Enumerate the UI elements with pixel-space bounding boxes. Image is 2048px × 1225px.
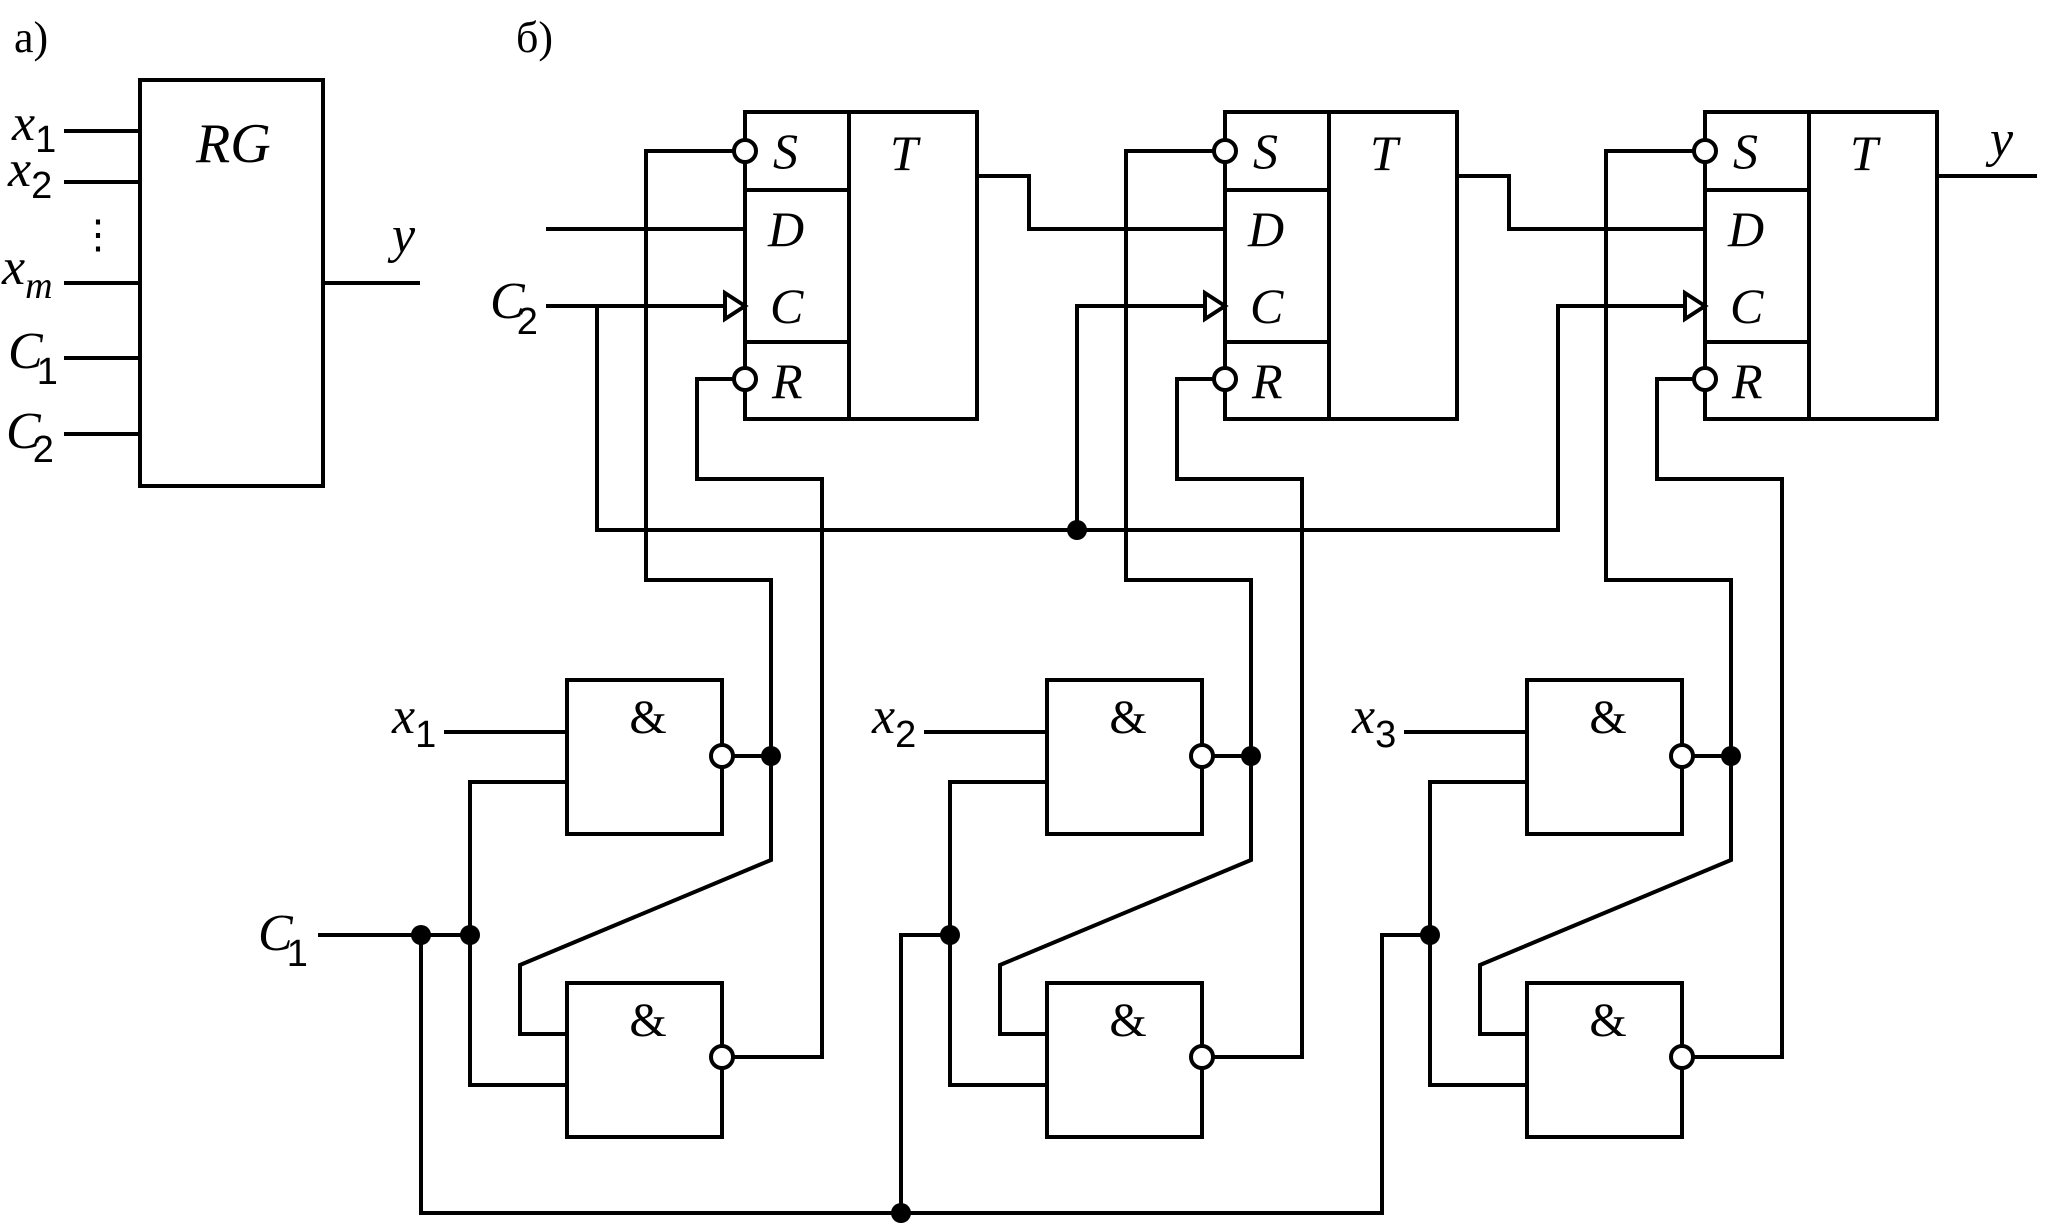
flipflop-s-label-2: S	[1253, 123, 1278, 179]
set-inverter-icon-3	[1692, 138, 1718, 164]
input-label-c2: C2	[6, 403, 54, 471]
clock2-label: C2	[490, 273, 538, 343]
x-input-sub-1: 1	[415, 714, 436, 756]
flipflop-r-label-1: R	[771, 353, 803, 409]
nand-top-symbol-2: &	[1109, 691, 1146, 744]
c2-clock-branch-2	[1075, 304, 1227, 532]
x-input-label-2: x2	[871, 688, 916, 756]
clock-triangle-icon-1	[723, 289, 749, 323]
set-line-1	[644, 149, 773, 758]
reset-line-1	[695, 377, 824, 1059]
reset-inverter-icon-3	[1692, 366, 1718, 392]
clock-triangle-icon-2	[1203, 289, 1229, 323]
nand-bottom-symbol-3: &	[1589, 994, 1626, 1047]
c1-gate-junction-2	[940, 925, 960, 945]
reset-inverter-icon-1	[732, 366, 758, 392]
reset-line-2	[1175, 377, 1304, 1059]
nand-top-symbol-1: &	[629, 691, 666, 744]
flipflop-c-label-2: C	[1250, 278, 1284, 334]
nand-cross-feedback-2	[998, 754, 1253, 1036]
nand-output-junction-1	[761, 746, 781, 766]
flipflop-t-label-3: T	[1850, 125, 1881, 181]
x-input-sub-2: 2	[895, 714, 916, 756]
input-label-x2: x2	[7, 141, 52, 207]
clock1-gate-feed-1	[468, 780, 569, 1087]
flipflop-d-label-3: D	[1727, 201, 1764, 257]
q2-to-d3-wire	[1455, 174, 1707, 231]
reset-inverter-icon-2	[1212, 366, 1238, 392]
nand-bottom-symbol-1: &	[629, 994, 666, 1047]
x-input-name-1: x	[391, 688, 415, 745]
clock1-gate-feed-3	[1428, 780, 1529, 1087]
flipflop-1	[743, 110, 979, 421]
nand-output-junction-2	[1241, 746, 1261, 766]
nand-cross-feedback-1	[518, 754, 773, 1036]
c1-gate-junction-3	[1420, 925, 1440, 945]
nand-top-inverter-icon-1	[709, 743, 735, 769]
flipflop-2	[1223, 110, 1459, 421]
x-input-name-2: x	[871, 688, 895, 745]
nand-bottom-inverter-icon-1	[709, 1044, 735, 1070]
nand-top-inverter-icon-3	[1669, 743, 1695, 769]
nand-top-symbol-3: &	[1589, 691, 1626, 744]
panel-b-label: б)	[516, 13, 553, 62]
panel-a: а) RG x1 x2 ⋮ xm C1 C2 y	[1, 13, 420, 488]
input-label-x1: x1	[11, 95, 56, 161]
flipflop-s-label-1: S	[773, 123, 798, 179]
c1-clock-bus	[419, 933, 1434, 1215]
flipflop-3	[1703, 110, 1939, 421]
register-label: RG	[195, 113, 271, 175]
flipflop-r-label-3: R	[1731, 353, 1763, 409]
c2-junction-dot	[1067, 520, 1087, 540]
nand-top-inverter-icon-2	[1189, 743, 1215, 769]
reset-line-3	[1655, 377, 1784, 1059]
c1-gate-junction-1	[460, 925, 480, 945]
nand-output-junction-3	[1721, 746, 1741, 766]
nand-bottom-inverter-icon-3	[1669, 1044, 1695, 1070]
q1-to-d2-wire	[975, 174, 1227, 231]
input-label-c1: C1	[8, 323, 58, 393]
set-inverter-icon-2	[1212, 138, 1238, 164]
nand-bottom-inverter-icon-2	[1189, 1044, 1215, 1070]
flipflop-d-label-2: D	[1247, 201, 1284, 257]
flipflop-t-label-2: T	[1370, 125, 1401, 181]
flipflop-c-label-3: C	[1730, 278, 1764, 334]
clock1-label: C1	[258, 905, 308, 975]
c1-clock-branch-2	[899, 933, 954, 1215]
x-input-sub-3: 3	[1375, 714, 1396, 756]
flipflop-s-label-3: S	[1733, 123, 1758, 179]
c1-bus-junction-dot	[891, 1203, 911, 1223]
vertical-ellipsis: ⋮	[78, 212, 118, 257]
x-input-label-3: x3	[1351, 688, 1396, 756]
nand-bottom-symbol-2: &	[1109, 994, 1146, 1047]
set-line-3	[1604, 149, 1733, 758]
output-label-y: y	[387, 207, 416, 264]
clock1-gate-feed-2	[948, 780, 1049, 1087]
nand-cross-feedback-3	[1478, 754, 1733, 1036]
x-input-name-3: x	[1351, 688, 1375, 745]
flipflop-d-label-1: D	[767, 201, 804, 257]
panel-a-label: а)	[14, 13, 48, 62]
clock-triangle-icon-3	[1683, 289, 1709, 323]
flipflop-c-label-1: C	[770, 278, 804, 334]
input-label-xm: xm	[1, 239, 53, 307]
set-line-2	[1124, 149, 1253, 758]
set-inverter-icon-1	[732, 138, 758, 164]
output-label-y-b: y	[1985, 111, 2014, 168]
x-input-label-1: x1	[391, 688, 436, 756]
flipflop-t-label-1: T	[890, 125, 921, 181]
flipflop-r-label-2: R	[1251, 353, 1283, 409]
